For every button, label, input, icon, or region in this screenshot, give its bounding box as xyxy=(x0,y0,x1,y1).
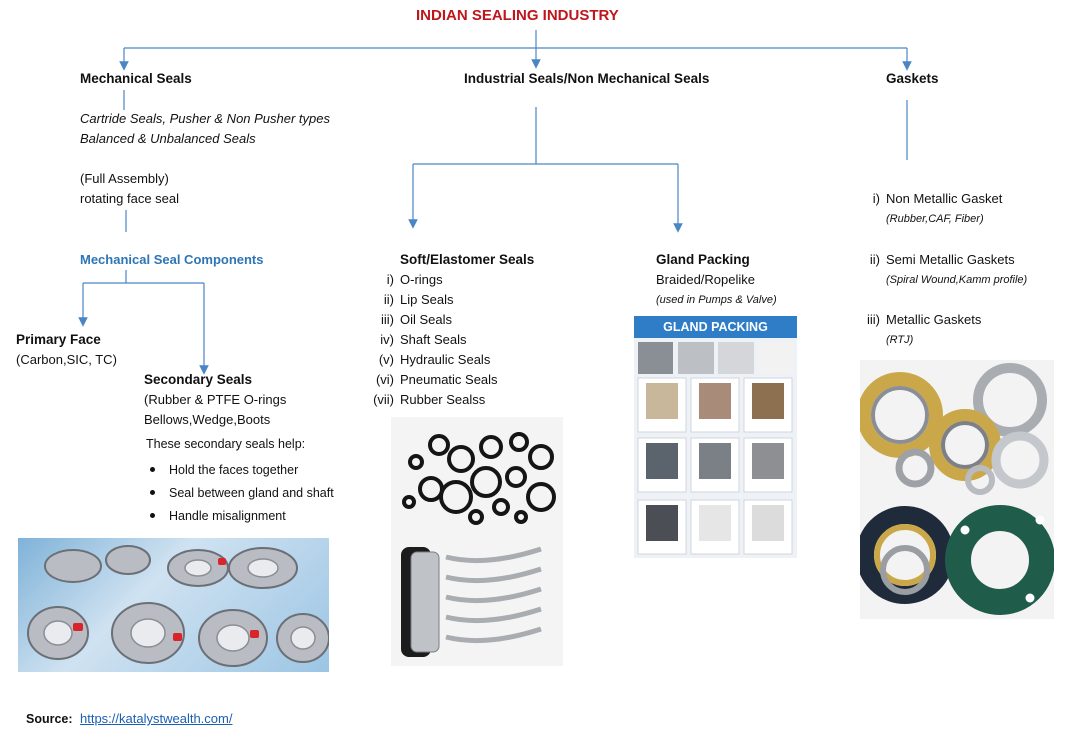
gasket-item: i)Non Metallic Gasket xyxy=(872,191,1003,206)
gasket-item-sub: (RTJ) xyxy=(886,334,914,346)
bullet-dot-icon xyxy=(150,490,155,496)
bullet-item: Handle misalignment xyxy=(146,505,334,528)
list-item: iii)Oil Seals xyxy=(381,312,453,327)
mechanical-desc-line1: Cartride Seals, Pusher & Non Pusher type… xyxy=(80,111,331,126)
list-item: iv)Shaft Seals xyxy=(380,332,467,347)
gasket-item-sub: (Rubber,CAF, Fiber) xyxy=(886,213,984,225)
spiral-gaskets-image xyxy=(860,360,1054,500)
non-metallic-gaskets-image xyxy=(860,500,1054,619)
secondary-help-intro: These secondary seals help: xyxy=(146,437,306,451)
gaskets-heading: Gaskets xyxy=(886,71,939,86)
mechanical-seals-heading: Mechanical Seals xyxy=(80,71,192,86)
mechanical-desc-line2: Balanced & Unbalanced Seals xyxy=(80,131,256,146)
list-item: (v)Hydraulic Seals xyxy=(378,352,491,367)
primary-face-detail: (Carbon,SIC, TC) xyxy=(16,352,117,367)
gland-packing-line1: Braided/Ropelike xyxy=(656,272,756,287)
primary-face-heading: Primary Face xyxy=(16,332,101,347)
list-item: ii)Lip Seals xyxy=(383,292,454,307)
gland-packing-banner: GLAND PACKING xyxy=(634,316,797,338)
industrial-seals-heading: Industrial Seals/Non Mechanical Seals xyxy=(464,71,710,86)
secondary-bullets: Hold the faces together Seal between gla… xyxy=(146,459,334,528)
gland-packing-note: (used in Pumps & Valve) xyxy=(656,294,777,306)
page-title: INDIAN SEALING INDUSTRY xyxy=(416,7,619,24)
bullet-item: Seal between gland and shaft xyxy=(146,482,334,505)
list-item: i)O-rings xyxy=(386,272,443,287)
bullet-dot-icon xyxy=(150,513,155,519)
soft-elastomer-list: i)O-rings ii)Lip Seals iii)Oil Seals iv)… xyxy=(358,270,498,410)
mechanical-seals-image xyxy=(18,538,329,672)
list-item: (vi)Pneumatic Seals xyxy=(375,372,498,387)
assembly-line2: rotating face seal xyxy=(80,191,180,206)
o-rings-image xyxy=(391,417,563,666)
components-heading: Mechanical Seal Components xyxy=(80,252,264,267)
bullet-item: Hold the faces together xyxy=(146,459,334,482)
assembly-line1: (Full Assembly) xyxy=(80,171,169,186)
secondary-line1: (Rubber & PTFE O-rings xyxy=(144,392,287,407)
gland-packing-image: GLAND PACKING xyxy=(634,316,797,558)
gasket-item-sub: (Spiral Wound,Kamm profile) xyxy=(886,274,1028,286)
secondary-line2: Bellows,Wedge,Boots xyxy=(144,412,271,427)
source-link[interactable]: https://katalystwealth.com/ xyxy=(80,711,233,726)
bullet-dot-icon xyxy=(150,467,155,473)
gasket-item: ii)Semi Metallic Gaskets xyxy=(869,252,1015,267)
list-item: (vii)Rubber Sealss xyxy=(373,392,486,407)
gland-packing-heading: Gland Packing xyxy=(656,252,750,267)
secondary-seals-heading: Secondary Seals xyxy=(144,372,253,387)
source-label: Source: xyxy=(26,712,73,726)
soft-elastomer-heading: Soft/Elastomer Seals xyxy=(400,252,535,267)
gasket-item: iii)Metallic Gaskets xyxy=(867,312,982,327)
